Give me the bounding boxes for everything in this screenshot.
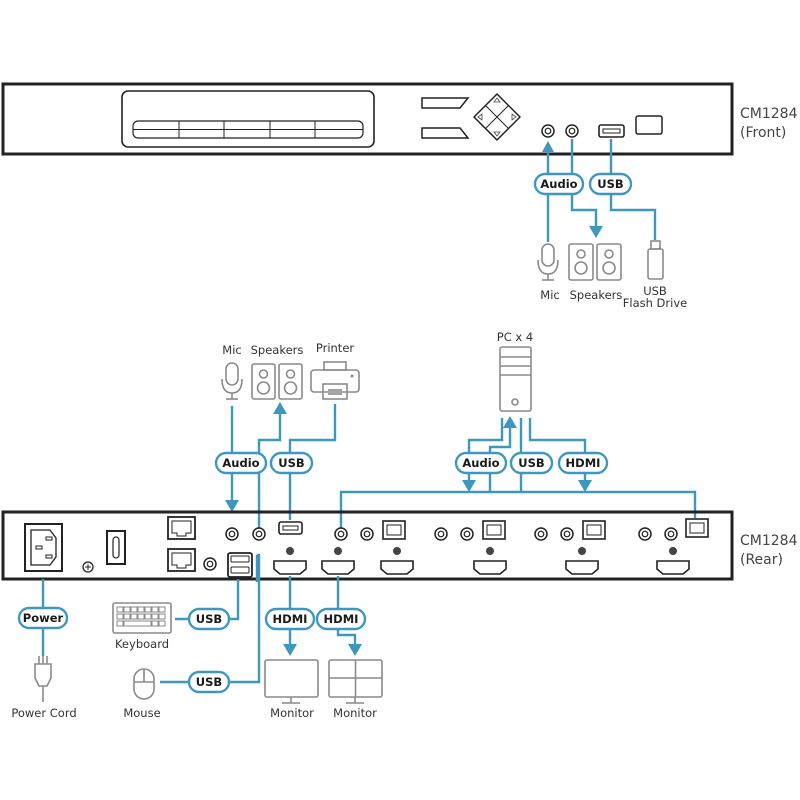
- hdmi2-pill: HDMI: [315, 607, 367, 631]
- power-switch[interactable]: [106, 530, 126, 565]
- front-lcd-panel: [121, 90, 375, 148]
- pc-audio-pill: Audio: [454, 451, 508, 475]
- front-cables: Audio USB: [533, 139, 657, 242]
- rear-chassis: [1, 510, 734, 581]
- arrow-up-icon: [503, 416, 517, 428]
- arrow-down-icon: [589, 226, 603, 238]
- front-usb-pill: USB: [588, 172, 633, 196]
- rear-usb-ports-console[interactable]: [227, 552, 253, 578]
- power-cord-label: Power Cord: [11, 706, 76, 720]
- front-mic-jack[interactable]: [541, 124, 555, 138]
- svg-text:USB: USB: [518, 456, 544, 470]
- speaker-out-jack-extra[interactable]: [203, 557, 217, 571]
- rear-top-cables: Audio USB: [214, 402, 337, 528]
- arrow-down-icon: [578, 480, 592, 492]
- front-speakers-label: Speakers: [570, 288, 623, 302]
- front-model-label: CM1284: [740, 106, 798, 122]
- rear-speakers-label: Speakers: [251, 343, 304, 357]
- svg-text:USB: USB: [196, 675, 222, 689]
- arrow-down-icon: [283, 644, 297, 656]
- front-chassis: [1, 82, 734, 156]
- video-wall-monitor-icon: [328, 659, 383, 704]
- arrow-down-icon: [462, 480, 476, 492]
- rear-mic-label: Mic: [222, 343, 241, 357]
- microphone-icon: [537, 243, 559, 281]
- pc-label: PC x 4: [497, 330, 533, 344]
- rear-mic-jack[interactable]: [225, 527, 239, 541]
- arrow-up-icon: [542, 141, 554, 152]
- hdmi-out-2[interactable]: [321, 547, 355, 575]
- front-view-label: (Front): [740, 125, 786, 141]
- keyboard-label: Keyboard: [115, 637, 169, 651]
- pc-usb-pill: USB: [509, 451, 554, 475]
- rs232-port[interactable]: [167, 548, 196, 572]
- front-button-upper[interactable]: [421, 97, 470, 109]
- rear-model-label: CM1284: [740, 533, 798, 549]
- pc-port-group-4[interactable]: [638, 518, 709, 575]
- svg-text:USB: USB: [597, 177, 623, 191]
- front-mic-label: Mic: [540, 288, 559, 302]
- usb-flash-drive-icon: [647, 240, 664, 280]
- lan-port[interactable]: [167, 516, 196, 540]
- speakers-icon: [568, 243, 622, 281]
- monitor2-label: Monitor: [333, 706, 377, 720]
- front-unit: CM1284 (Front): [1, 82, 798, 156]
- svg-text:HDMI: HDMI: [324, 612, 359, 626]
- mouse-usb-pill: USB: [187, 670, 231, 694]
- pc-tower-icon: [499, 346, 532, 412]
- svg-text:USB: USB: [278, 456, 304, 470]
- front-card-reader: [635, 115, 663, 135]
- front-audio-pill: Audio: [533, 172, 585, 196]
- pc-port-group-1[interactable]: [334, 520, 414, 575]
- front-button-lower[interactable]: [421, 127, 470, 139]
- arrow-down-icon: [225, 500, 239, 512]
- svg-text:Audio: Audio: [222, 456, 259, 470]
- svg-text:HDMI: HDMI: [566, 456, 601, 470]
- svg-text:Audio: Audio: [462, 456, 499, 470]
- front-navigation-pad[interactable]: [473, 93, 521, 141]
- mouse-label: Mouse: [123, 706, 160, 720]
- monitor1-label: Monitor: [270, 706, 314, 720]
- pc-hdmi-pill: HDMI: [557, 451, 609, 475]
- monitor-icon: [264, 659, 319, 704]
- rear-audio-pill: Audio: [214, 451, 268, 475]
- power-cord-icon: [34, 656, 52, 702]
- svg-text:USB: USB: [196, 612, 222, 626]
- hdmi-out-1[interactable]: [273, 547, 307, 575]
- rear-view-label: (Rear): [740, 552, 783, 568]
- arrow-up-icon: [273, 402, 287, 414]
- flash-drive-label-line1: USB: [643, 284, 667, 298]
- arrow-down-icon: [348, 644, 362, 656]
- power-inlet[interactable]: [24, 523, 63, 572]
- front-speaker-jack[interactable]: [565, 124, 579, 138]
- speakers-icon: [251, 363, 303, 400]
- printer-icon: [310, 361, 360, 400]
- pc-port-group-3[interactable]: [534, 520, 606, 575]
- rear-usb-peripheral-port[interactable]: [278, 521, 303, 535]
- front-usb-port[interactable]: [598, 124, 625, 138]
- rear-speaker-jack[interactable]: [252, 527, 266, 541]
- mouse-icon: [133, 668, 155, 700]
- printer-label: Printer: [316, 341, 355, 355]
- svg-text:Audio: Audio: [540, 177, 577, 191]
- microphone-icon: [221, 362, 243, 400]
- svg-text:HDMI: HDMI: [273, 612, 308, 626]
- rear-usb-pill: USB: [269, 451, 314, 475]
- ground-screw: [82, 561, 94, 573]
- pc-port-group-2[interactable]: [434, 520, 507, 575]
- svg-text:Power: Power: [23, 611, 64, 625]
- keyboard-icon: [112, 602, 172, 634]
- rear-bottom-cables: Power USB USB HDMI HDMI: [17, 553, 367, 694]
- flash-drive-label-line2: Flash Drive: [623, 296, 687, 310]
- rear-unit: CM1284 (Rear): [1, 510, 798, 581]
- power-pill: Power: [17, 606, 69, 630]
- pc-cables: Audio USB HDMI: [339, 416, 697, 528]
- hdmi1-pill: HDMI: [264, 607, 316, 631]
- keyboard-usb-pill: USB: [187, 607, 231, 631]
